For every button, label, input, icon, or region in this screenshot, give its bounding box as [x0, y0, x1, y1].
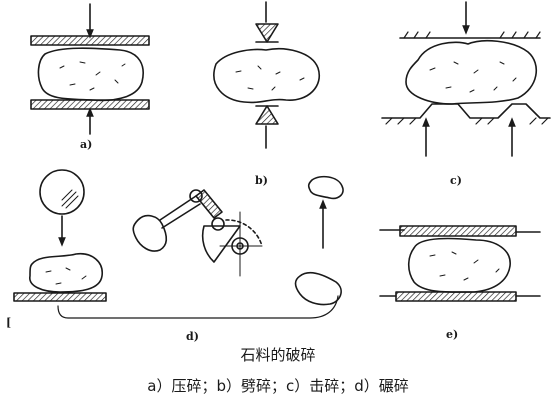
lower-wedge — [255, 105, 279, 125]
stone — [37, 47, 144, 102]
stone-texture — [235, 65, 305, 91]
diagram-b-splitting — [213, 1, 321, 149]
lower-support-hatch — [385, 117, 549, 125]
base-plate — [13, 292, 107, 302]
diagram-e-compression — [379, 225, 541, 302]
stone — [405, 39, 537, 105]
stone-on-base — [29, 252, 103, 293]
lower-plate — [30, 99, 150, 110]
falling-ball — [39, 169, 85, 215]
diagram-d-grinding — [13, 169, 344, 319]
rotor-rim — [225, 219, 263, 247]
figure-title: 石料的破碎 — [240, 346, 316, 364]
stone-texture — [429, 251, 500, 281]
return-path — [57, 295, 339, 319]
ball-hatch — [61, 189, 79, 209]
rotor-sector — [201, 225, 241, 263]
rising-fragment — [307, 175, 344, 200]
lower-support — [381, 103, 551, 119]
diagram-a-compression — [30, 3, 150, 135]
label-d: d) — [186, 330, 199, 343]
flying-fragment-left — [132, 214, 168, 252]
label-c: c) — [450, 174, 462, 187]
upper-wedge — [255, 23, 279, 43]
diagram-c-impact — [381, 1, 551, 157]
ground-fragment — [294, 271, 342, 306]
upper-contact-hatch — [403, 31, 541, 39]
linkage-rod-a — [159, 195, 197, 221]
label-e: e) — [446, 328, 459, 341]
label-a: a) — [80, 138, 93, 151]
upper-plate — [399, 225, 517, 237]
stone-texture — [45, 267, 87, 285]
linkage-arm — [195, 189, 223, 219]
bracket-mark: [ — [6, 316, 12, 329]
stone — [213, 48, 321, 104]
upper-plate — [30, 35, 150, 46]
label-b: b) — [255, 174, 268, 187]
arm-joint — [211, 217, 225, 231]
stone-texture — [59, 61, 126, 91]
linkage-rod-b — [161, 203, 201, 229]
stone — [407, 237, 511, 293]
stone-texture — [429, 61, 517, 93]
lower-plate — [395, 291, 517, 302]
figure-caption: a）压碎；b）劈碎；c）击碎；d）碾碎 — [147, 377, 409, 395]
